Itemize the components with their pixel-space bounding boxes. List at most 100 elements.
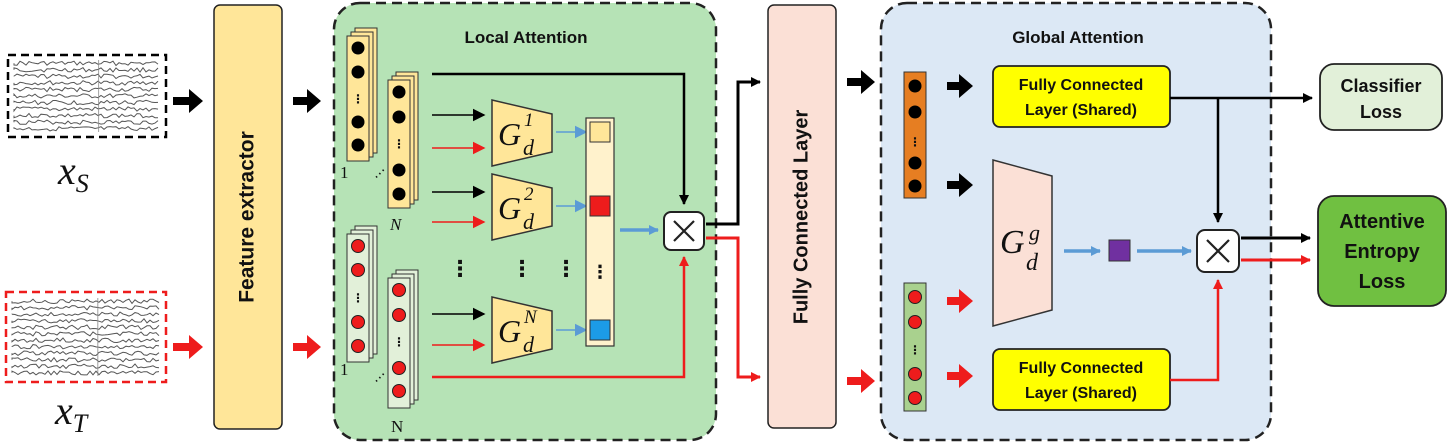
global-attention-weight xyxy=(1108,239,1131,262)
signal-trace xyxy=(13,86,159,93)
svg-text:G: G xyxy=(498,313,521,349)
svg-text:⋮: ⋮ xyxy=(352,291,364,305)
svg-text:G: G xyxy=(1000,224,1025,261)
source-bypass-arrow xyxy=(432,72,689,205)
svg-text:G: G xyxy=(498,116,521,152)
svg-text:⋮: ⋮ xyxy=(909,135,921,149)
svg-text:g: g xyxy=(1029,220,1040,245)
local-discriminator-1: G 1 d xyxy=(491,99,553,167)
local-discriminator-n: G N d xyxy=(491,296,553,364)
target-to-global-disc-arrow xyxy=(947,289,973,313)
classifier-loss: Classifier Loss xyxy=(1319,63,1443,131)
target-signal xyxy=(4,290,168,384)
signal-trace xyxy=(11,311,160,317)
svg-text:d: d xyxy=(523,135,535,160)
shared-fc-layer-top: Fully Connected Layer (Shared) xyxy=(992,65,1171,128)
target-feature-arrow xyxy=(293,335,321,359)
target-index-last: N xyxy=(391,417,403,436)
signal-trace xyxy=(11,363,160,370)
signal-trace xyxy=(11,305,160,311)
source-index-last: N xyxy=(389,215,403,234)
source-feature-arrow xyxy=(293,89,321,113)
local-discriminator-2: G 2 d xyxy=(491,173,553,241)
source-index-first: 1 xyxy=(340,163,349,182)
local-discriminator-input-arrows xyxy=(432,108,486,352)
target-bypass-arrow xyxy=(432,256,689,379)
signal-trace xyxy=(11,344,160,350)
attentive-entropy-loss: Attentive Entropy Loss xyxy=(1317,195,1447,307)
local-ellipsis-weights: ⋮ xyxy=(555,257,577,282)
svg-text:2: 2 xyxy=(524,184,534,205)
svg-text:Layer (Shared): Layer (Shared) xyxy=(1025,102,1137,119)
signal-trace xyxy=(11,370,160,376)
signal-trace xyxy=(11,331,160,337)
svg-text:d: d xyxy=(1026,250,1039,276)
shared-fc-bottom-to-multiply-arrow xyxy=(1170,279,1223,382)
signal-trace xyxy=(11,337,160,344)
source-feature-stack-first: ⋮ xyxy=(346,27,378,162)
signal-trace xyxy=(13,106,159,113)
signal-trace xyxy=(13,66,159,73)
target-index-first: 1 xyxy=(340,360,349,379)
svg-text:Layer (Shared): Layer (Shared) xyxy=(1025,385,1137,402)
source-to-global-disc-arrow xyxy=(947,173,973,197)
local-weight-arrows xyxy=(556,125,588,337)
fc-source-out-arrow xyxy=(847,70,875,94)
signal-trace xyxy=(13,119,159,125)
source-label: xS xyxy=(57,148,89,198)
svg-text:⋮: ⋮ xyxy=(393,137,405,151)
local-ellipsis-inputs: ⋮ xyxy=(449,257,471,282)
signal-trace xyxy=(11,324,160,331)
svg-text:d: d xyxy=(523,209,535,234)
source-feature-stack-last: ⋮ xyxy=(387,71,419,209)
target-to-shared-fc-arrow xyxy=(947,364,973,388)
global-multiply-node xyxy=(1196,229,1240,273)
source-signal xyxy=(6,53,168,139)
svg-text:N: N xyxy=(523,307,538,328)
target-feature-stack-first: ⋮ xyxy=(346,225,378,363)
source-to-shared-fc-arrow xyxy=(947,74,973,98)
svg-text:⋮: ⋮ xyxy=(591,262,609,283)
svg-text:Fully Connected: Fully Connected xyxy=(1019,77,1143,94)
local-attention-weight-vector: ⋮ xyxy=(585,117,615,347)
signal-trace xyxy=(13,112,158,119)
signal-trace xyxy=(11,298,160,305)
signal-trace xyxy=(11,356,160,363)
svg-text:⋮: ⋮ xyxy=(909,343,921,357)
signal-trace xyxy=(11,350,160,357)
fully-connected-layer: Fully Connected Layer xyxy=(767,4,837,429)
svg-text:Classifier: Classifier xyxy=(1340,76,1421,96)
target-feature-stack-last: ⋮ xyxy=(387,269,419,409)
local-multiply-node xyxy=(663,211,705,251)
svg-text:Loss: Loss xyxy=(1360,102,1402,122)
global-attention-panel: Global Attention xyxy=(879,1,1273,442)
fc-layer-label: Fully Connected Layer xyxy=(790,110,812,325)
svg-text:1: 1 xyxy=(524,110,534,131)
target-input-arrow xyxy=(173,335,203,359)
source-to-fc-arrow xyxy=(706,77,761,226)
svg-text:⋮: ⋮ xyxy=(393,335,405,349)
feature-extractor: Feature extractor xyxy=(213,4,283,430)
local-attention-title: Local Attention xyxy=(464,28,587,47)
source-input-arrow xyxy=(173,89,203,113)
svg-text:Fully Connected: Fully Connected xyxy=(1019,360,1143,377)
global-discriminator: G g d xyxy=(992,159,1053,327)
target-to-fc-arrow xyxy=(706,236,761,382)
svg-text:G: G xyxy=(498,190,521,226)
signal-trace xyxy=(13,125,159,132)
source-global-feature-vector: ⋮ xyxy=(903,71,927,199)
local-ellipsis-discriminators: ⋮ xyxy=(511,257,533,282)
svg-text:⋮: ⋮ xyxy=(352,92,364,106)
signal-trace xyxy=(13,60,159,67)
signal-trace xyxy=(13,80,159,86)
feature-extractor-label: Feature extractor xyxy=(236,131,259,303)
svg-text:Entropy: Entropy xyxy=(1344,241,1420,263)
svg-text:d: d xyxy=(523,332,535,357)
target-global-feature-vector: ⋮ xyxy=(903,282,927,412)
signal-trace xyxy=(13,99,159,106)
signal-trace xyxy=(13,92,159,99)
signal-trace xyxy=(11,318,160,324)
signal-trace xyxy=(13,73,159,80)
shared-fc-layer-bottom: Fully Connected Layer (Shared) xyxy=(992,348,1171,411)
